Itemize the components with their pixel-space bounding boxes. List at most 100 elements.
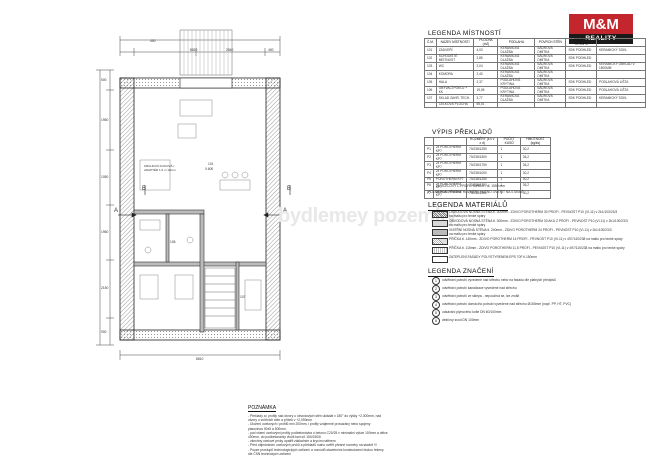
rooms-cell: KERAMICKÝ SOKL — [595, 94, 647, 104]
symbol-text: odvětrání potrubí kanalizace vyvedené na… — [442, 286, 517, 290]
lintels-col-header — [424, 136, 434, 147]
dim-top-4: 400 — [268, 48, 274, 52]
symbol-text: dešťový svod DN 100mm — [442, 318, 480, 322]
note-line: pásovinou 50x5 à 500mm. — [248, 426, 287, 431]
dim-bottom: 8810 — [196, 357, 204, 361]
dim-left-2: 1950 — [101, 118, 109, 122]
dim-top-1: 400 — [150, 39, 156, 43]
section-a-left: A — [114, 208, 119, 214]
notes-block: POZNÁMKA - Překlady a i profily nad otvo… — [248, 396, 448, 456]
rooms-cell: SDK PODHLED — [565, 78, 597, 88]
lintels-cell: 70/238/1250 — [466, 145, 499, 155]
rooms-cell: 2,37 — [473, 78, 499, 88]
rooms-cell: KERAMICKÝ OBKLAD V. 1500MM — [595, 62, 647, 72]
lintels-cell: 1 — [497, 169, 521, 179]
dim-left-6: 900 — [101, 330, 107, 334]
notes-title: POZNÁMKA — [248, 405, 277, 412]
rooms-col-header: POZNÁMKA — [595, 37, 647, 48]
symbol-text: odvětrání potrubí ze sklepa - nepoužívá … — [442, 294, 520, 298]
symbol-code-icon: 3 — [432, 293, 440, 301]
material-line1: OBVODOVÁ NOSNÁ STĚNA tl. 300mm - ZDIVO P… — [449, 219, 628, 223]
material-text: OBVODOVÁ NOSNÁ STĚNA tl. 300mm - ZDIVO P… — [449, 210, 639, 218]
material-line1: PŘÍČKA tl. 140mm - ZDIVO POROTHERM 14 PR… — [449, 237, 623, 241]
rooms-cell: KERAMICKÝ SOKL — [595, 46, 647, 56]
rooms-total-value: 55,01 — [473, 102, 499, 108]
rooms-cell: 2,85 — [473, 54, 499, 64]
lintels-cell: 36,2 — [519, 181, 552, 191]
material-swatch — [432, 229, 448, 236]
stairs — [204, 267, 236, 329]
rooms-cell: KERAMICKÁ DLAŽBA — [497, 94, 536, 104]
note-line: - Překlady a i profily nad otvory u obvo… — [248, 414, 382, 418]
rooms-cell: SÁDROVÁ OMÍTKA — [534, 94, 567, 104]
symbol-code-icon: 4 — [432, 301, 440, 309]
logo-brand-text: M&M — [583, 16, 619, 33]
rooms-cell: 107 — [424, 94, 437, 104]
lintels-table: ROZMĚRY (š x v x d) POČET KUSŮ HMOTNOST … — [424, 136, 552, 199]
room-101-number: 101 — [208, 162, 214, 166]
rooms-cell: SCHODIŠTĚ MÍSTNOST — [435, 54, 475, 64]
rooms-cell: SDK PODHLED — [565, 54, 597, 64]
lintels-cell: 30,2 — [519, 169, 552, 179]
rooms-total-label: CELKOVÁ PLOCHA — [435, 102, 475, 108]
rooms-cell: PODLAHOVÁ LIŠTA — [595, 78, 647, 88]
rooms-cell: SDK PODHLED — [565, 46, 597, 56]
outer-walls — [119, 77, 281, 341]
lintels-cell: 36,2 — [519, 161, 552, 171]
symbol-code-icon: 6 — [432, 317, 440, 325]
rooms-cell: SDK PODHLED — [565, 94, 597, 104]
watermark: bydlemey pozemky — [278, 205, 457, 227]
section-b-right: B — [287, 186, 292, 192]
symbol-text: odsávání plynového kotle DN 60/100mm — [442, 310, 502, 314]
material-line2: na maltu pro tenké spáry — [449, 223, 486, 227]
symbol-code-icon: 5 — [432, 309, 440, 317]
materials-title: LEGENDA MATERIÁLŮ — [428, 202, 508, 211]
dim-left-1: 500 — [101, 78, 107, 82]
lintels-cell: 36,2 — [519, 153, 552, 163]
note-line: dle ČSN technických zařízení — [248, 451, 292, 456]
lintels-cell: P1 — [424, 145, 434, 155]
material-line1: OBVODOVÁ NOSNÁ STĚNA tl. 300mm - ZDIVO P… — [449, 210, 618, 214]
rooms-header-row: Č.M. NÁZEV MÍSTNOSTI PLOCHA (m2) PODLAHA… — [424, 37, 647, 48]
rooms-cell: 103 — [424, 62, 437, 72]
material-text: PŘÍČKA tl. 140mm - ZDIVO POROTHERM 14 PR… — [449, 237, 639, 241]
symbol-code-icon: 2 — [432, 285, 440, 293]
material-swatch — [432, 238, 448, 245]
dim-top-3: 2540 — [226, 48, 234, 52]
section-a-right: A — [283, 208, 288, 214]
rooms-cell: 2,04 — [473, 62, 499, 72]
furniture — [139, 99, 262, 311]
material-swatch — [432, 256, 448, 263]
lintels-cell: P2 — [424, 153, 434, 163]
lintels-cell: 70/238/1500 — [466, 153, 499, 163]
material-swatch — [432, 247, 448, 254]
material-item: PŘÍČKA tl. 140mm - ZDIVO POROTHERM 14 PR… — [432, 237, 632, 246]
note-line: otvory u vnitřních stěn a příček v +2,05… — [248, 418, 313, 423]
note-line: - Uložení ocelových i profilů min 200mm,… — [248, 422, 371, 427]
lintels-col-header: HMOTNOST (kg/ks) — [519, 136, 552, 147]
lintels-cell: 1 — [497, 145, 521, 155]
rooms-cell: WC — [435, 62, 475, 72]
material-text: OBVODOVÁ NOSNÁ STĚNA tl. 300mm - ZDIVO P… — [449, 219, 639, 227]
lintels-col-header: ROZMĚRY (š x v x d) — [466, 136, 499, 147]
dimension-bottom — [119, 350, 281, 360]
note-line: 400mm, do podbetonávky vložit kari síť 1… — [248, 435, 321, 440]
rooms-cell: 105 — [424, 78, 437, 88]
lintels-cell: P6 — [424, 181, 434, 191]
material-line2: na maltu pro tenké spáry — [449, 232, 486, 236]
rooms-cell: 104 — [424, 70, 437, 80]
symbols-title: LEGENDA ZNAČENÍ — [428, 268, 494, 277]
material-line1: ZATEPLENÍ FASÁDY POLYSTYRENEM EPS 70F tl… — [449, 255, 537, 259]
note-line: - všechny ocelové prvky opatřit základní… — [248, 439, 336, 444]
